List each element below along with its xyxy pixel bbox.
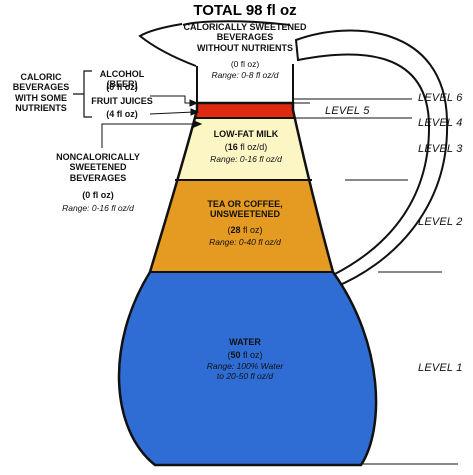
- milk-range: Range: 0-16 fl oz/d: [210, 154, 282, 164]
- tea-range: Range: 0-40 fl oz/d: [209, 237, 281, 247]
- sweetened-no-nutrients-amount: (0 fl oz): [230, 59, 260, 69]
- noncaloric-range: Range: 0-16 fl oz/d: [62, 203, 134, 213]
- pointer-arrows: [101, 95, 203, 148]
- alcohol-name: ALCOHOL (BEER): [99, 69, 145, 90]
- caloric-group-label: CALORIC BEVERAGES WITH SOME NUTRIENTS: [12, 72, 70, 114]
- juice-name: FRUIT JUICES: [91, 96, 153, 106]
- alcohol-amount: (0 fl oz): [106, 82, 138, 92]
- pitcher-spout: [138, 20, 294, 103]
- milk-name: LOW-FAT MILK: [213, 129, 279, 139]
- level-1-label: LEVEL 1: [418, 362, 463, 374]
- level-3-label: LEVEL 3: [418, 143, 463, 155]
- level-5-label: LEVEL 5: [325, 105, 370, 117]
- pitcher-body: [117, 101, 378, 467]
- level-2-label: LEVEL 2: [418, 216, 463, 228]
- water-range: Range: 100% Water to 20-50 fl oz/d: [206, 361, 284, 381]
- level-4-label: LEVEL 4: [418, 117, 463, 129]
- tea-amount: (28 fl oz): [227, 225, 263, 235]
- caloric-group-bracket: [73, 70, 92, 118]
- milk-amount: (16 fl oz/d): [224, 142, 268, 152]
- noncaloric-name: NONCALORICALLY SWEETENED BEVERAGES: [56, 152, 140, 183]
- water-name: WATER: [229, 337, 261, 347]
- tea-name: TEA OR COFFEE, UNSWEETENED: [207, 199, 283, 220]
- sweetened-no-nutrients-name: CALORICALLY SWEETENED BEVERAGES WITHOUT …: [183, 22, 307, 53]
- water-layer: [118, 272, 377, 465]
- noncaloric-amount: (0 fl oz): [82, 190, 114, 200]
- diagram-title: TOTAL 98 fl oz: [193, 2, 297, 19]
- juice-amount: (4 fl oz): [106, 109, 138, 119]
- level-6-label: LEVEL 6: [418, 92, 463, 104]
- sweetened-no-nutrients-range: Range: 0-8 fl oz/d: [211, 70, 279, 80]
- water-amount: (50 fl oz): [227, 350, 263, 360]
